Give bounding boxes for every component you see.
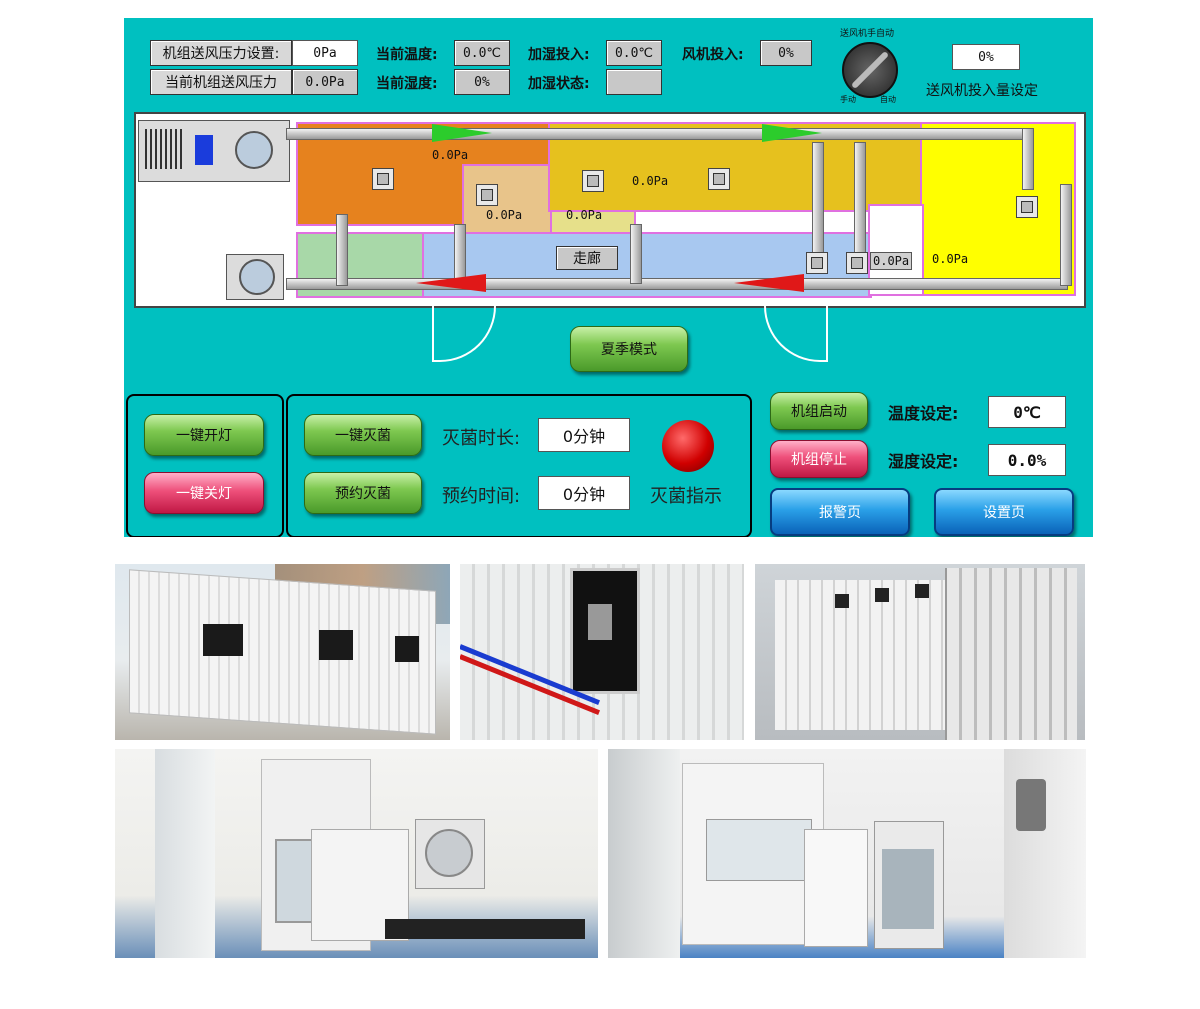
humidity-set-input[interactable]: 0.0% [988, 444, 1066, 476]
sterilize-schedule-button[interactable]: 预约灭菌 [304, 472, 422, 514]
ahu-unit [138, 120, 290, 182]
room-pressure: 0.0Pa [870, 252, 913, 270]
container-exterior-photo [115, 564, 450, 740]
supply-airflow-arrow [762, 124, 822, 142]
current-humidity-label: 当前湿度: [376, 76, 438, 92]
exhaust-fan [226, 254, 284, 300]
current-temp-value: 0.0℃ [454, 40, 510, 66]
unit-start-button[interactable]: 机组启动 [770, 392, 868, 430]
supply-pressure-set-input[interactable]: 0Pa [292, 40, 358, 66]
sterilize-indicator-light [662, 420, 714, 472]
corridor-label: 走廊 [556, 246, 618, 270]
duct-drop [854, 142, 866, 254]
lab-interior-photo [115, 749, 598, 958]
current-supply-pressure-label: 当前机组送风压力 [150, 69, 292, 95]
fan-input-label: 风机投入: [682, 47, 744, 63]
container-side-photo [460, 564, 744, 740]
room-yellow [920, 122, 1076, 296]
sterilize-panel [286, 394, 752, 537]
supply-duct [286, 128, 1028, 140]
fan-set-input[interactable]: 0% [952, 44, 1020, 70]
door [764, 306, 828, 362]
duct-drop [812, 142, 824, 254]
knob-title: 送风机手自动 [840, 29, 895, 39]
supply-pressure-set-label: 机组送风压力设置: [150, 40, 292, 66]
fan-input-value: 0% [760, 40, 812, 66]
lights-on-button[interactable]: 一键开灯 [144, 414, 264, 456]
scada-panel: 机组送风压力设置: 0Pa 当前机组送风压力 0.0Pa 当前温度: 0.0℃ … [124, 18, 1093, 537]
humidity-set-label: 湿度设定: [888, 452, 959, 471]
floorplan: 0.0Pa 0.0Pa 0.0Pa 0.0Pa 0.0Pa 0.0Pa 走廊 [134, 112, 1086, 308]
room-pressure: 0.0Pa [932, 252, 969, 266]
schedule-time-label: 预约时间: [442, 486, 521, 507]
humidify-input-value: 0.0℃ [606, 40, 662, 66]
sterilize-now-button[interactable]: 一键灭菌 [304, 414, 422, 456]
lab-equipment-photo [608, 749, 1086, 958]
fan-mode-knob[interactable] [842, 42, 898, 98]
door [432, 306, 496, 362]
knob-auto-label: 自动 [880, 95, 896, 104]
unit-stop-button[interactable]: 机组停止 [770, 440, 868, 478]
humidify-input-label: 加湿投入: [528, 47, 590, 63]
diffuser [476, 184, 498, 206]
humidify-status-value [606, 69, 662, 95]
lights-panel [126, 394, 284, 537]
room-pressure: 0.0Pa [632, 174, 669, 188]
summer-mode-button[interactable]: 夏季模式 [570, 326, 688, 372]
temp-set-input[interactable]: 0℃ [988, 396, 1066, 428]
current-temp-label: 当前温度: [376, 47, 438, 63]
humidify-status-label: 加湿状态: [528, 76, 590, 92]
settings-page-button[interactable]: 设置页 [934, 488, 1074, 536]
current-humidity-value: 0% [454, 69, 510, 95]
current-supply-pressure-value: 0.0Pa [292, 69, 358, 95]
diffuser [708, 168, 730, 190]
knob-manual-label: 手动 [840, 95, 856, 104]
duct-drop [1060, 184, 1072, 286]
diffuser [582, 170, 604, 192]
fan-set-label: 送风机投入量设定 [926, 83, 1038, 99]
room-pressure: 0.0Pa [432, 148, 469, 162]
container-doors-photo [755, 564, 1085, 740]
room-pressure: 0.0Pa [486, 208, 523, 222]
lights-off-button[interactable]: 一键关灯 [144, 472, 264, 514]
diffuser [846, 252, 868, 274]
duct-drop [336, 214, 348, 286]
sterilize-duration-input[interactable]: 0分钟 [538, 418, 630, 452]
diffuser [372, 168, 394, 190]
return-airflow-arrow [416, 274, 486, 292]
return-duct [286, 278, 1068, 290]
temp-set-label: 温度设定: [888, 404, 959, 423]
return-airflow-arrow [734, 274, 804, 292]
duct-drop [630, 224, 642, 284]
diffuser [1016, 196, 1038, 218]
diffuser [806, 252, 828, 274]
sterilize-indicator-label: 灭菌指示 [650, 486, 722, 507]
schedule-time-input[interactable]: 0分钟 [538, 476, 630, 510]
duct-drop [1022, 128, 1034, 190]
sterilize-duration-label: 灭菌时长: [442, 428, 521, 449]
alarm-page-button[interactable]: 报警页 [770, 488, 910, 536]
supply-airflow-arrow [432, 124, 492, 142]
room-pressure: 0.0Pa [566, 208, 603, 222]
